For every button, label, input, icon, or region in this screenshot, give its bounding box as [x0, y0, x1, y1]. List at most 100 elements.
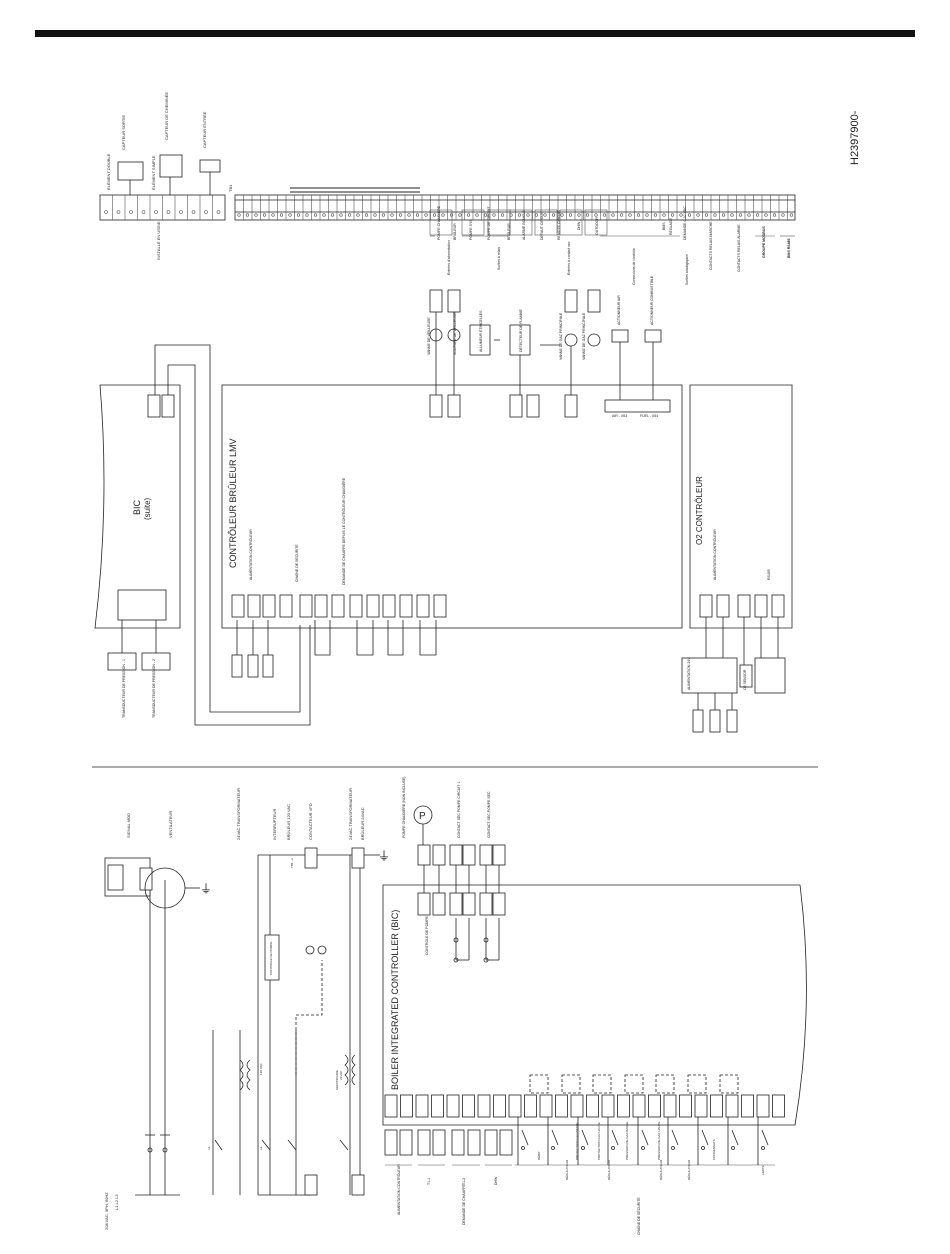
bic-top-terminal: [492, 892, 506, 916]
bic-bottom-terminal: [477, 1094, 491, 1118]
group-label-2: Entrées à contact sec: [567, 241, 571, 275]
lmv-terminal: [279, 594, 293, 618]
strip-screw: [373, 213, 377, 217]
component-7: BRÛLEUR 24VAC: [360, 807, 365, 840]
chain-switch: [731, 1129, 739, 1146]
element-simple-label: ÉLÉMENT SIMPLE: [151, 155, 156, 190]
strip-screw: [526, 213, 530, 217]
misc-label-1: 120 VAC: [259, 1062, 263, 1075]
board-screw: [216, 210, 221, 214]
strip-screw: [636, 213, 641, 217]
terminal-label-8: DHW: [577, 221, 581, 230]
pump-control-label: CONTROLE DE POMPE: [425, 915, 429, 955]
chain-item-2: PROTECTION GAZ HAUTE: [597, 1122, 601, 1160]
strip-screw: [730, 213, 734, 217]
terminal-label-7: REMOTE CIRCUIT: [557, 209, 561, 240]
bic-bottom-terminal: [462, 1094, 475, 1118]
ground-symbol-fan: ⏚: [200, 882, 212, 896]
chain-contact: [611, 1146, 615, 1150]
component-4: BRÛLEUR 120 VAC: [286, 804, 291, 840]
terminal-label-9: OUTDOOR: [595, 217, 599, 235]
strip-screw: [560, 213, 564, 217]
strip-screw: [500, 213, 505, 217]
strip-screw: [271, 213, 275, 217]
group-label-5: CONTACTS RELAIS MARCHE: [709, 221, 713, 270]
strip-screw: [687, 213, 692, 217]
strip-screw: [245, 213, 250, 217]
bic-suite-block: BIC (suite) TRANSDUCTEUR DE PRESSION - 1…: [94, 344, 311, 726]
chain-item-6: LIMITE: [761, 1165, 765, 1175]
strip-screw: [551, 213, 556, 217]
lmv-sub-2: DEMANDE DE CHAUFFE DEPUIS LE CONTRÔLEUR …: [341, 477, 346, 585]
jumper-box: [592, 1074, 612, 1094]
board-screw: [104, 210, 108, 214]
strip-screw: [415, 213, 420, 217]
strip-screw: [585, 213, 590, 217]
jumper-box: [624, 1074, 644, 1094]
strip-screw: [543, 213, 547, 217]
strip-screw: [449, 213, 454, 217]
lmv-terminal: [416, 594, 430, 618]
bic-bottom-terminal: [431, 1094, 444, 1118]
strip-screw: [619, 213, 624, 217]
bic-bottom-terminal: [570, 1094, 584, 1118]
sensor-label-2: CAPTEUR DE CHEMINÉE: [164, 92, 169, 140]
terminal-label-12: DEMANDE 0-10 VDC: [683, 206, 687, 240]
chain-switch: [551, 1129, 559, 1146]
relay-area: ⏚ 24VAC TRANSFORMATEUR INTERRUPTEUR BRÛL…: [207, 788, 390, 1196]
bic-bottom-terminal: [617, 1094, 630, 1118]
power-label: 208 VAC, 3PH, 60HZ: [104, 1192, 109, 1230]
terminal-label-6: DÉFAUT CIRCUIT: [539, 210, 544, 240]
lmv-sub-1: CHAÎNE DE SÉCURITÉ: [294, 544, 299, 582]
strip-screw: [364, 213, 369, 217]
bic-bottom-terminal: [663, 1094, 677, 1118]
strip-screw: [347, 213, 352, 217]
strip-screw: [611, 213, 615, 217]
bic-top-terminal: [432, 892, 446, 916]
misc-label-0: CONTROLE DE POMPE: [269, 942, 273, 975]
strip-screw: [441, 213, 445, 217]
lmv-terminal: [247, 594, 261, 618]
chain-item-4: PRESSION DE GAZ HAUTE: [657, 1121, 661, 1160]
chain-item-1: PROTECTION GAZ BASSE: [575, 1122, 579, 1160]
strip-screw: [313, 213, 318, 217]
board-screw: [116, 210, 121, 214]
board-screw: [154, 210, 158, 214]
power-lines: L1 L2 L3: [114, 1194, 119, 1210]
lmv-terminal: [299, 594, 313, 618]
strip-screw: [237, 213, 241, 217]
bic-bottom-terminal: [632, 1094, 646, 1118]
power-input: 208 VAC, 3PH, 60HZ L1 L2 L3 ⏚ SIGNAL MOD…: [104, 811, 212, 1230]
lmv-title: CONTRÔLEUR BRÛLEUR LMV: [228, 438, 238, 568]
transducer-2-label: TRANSDUCTEUR DE PRESSION - 2: [152, 659, 156, 718]
chain-label: CHAÎNE DE SÉCURITÉ: [636, 1197, 641, 1235]
chain-item-3: PRESSION DE GAZ BASSE: [625, 1122, 629, 1160]
misc-label-2: 24VAC: [339, 1070, 343, 1080]
board-screw: [204, 210, 208, 214]
lmv-terminal: [399, 594, 413, 618]
strip-screw: [432, 213, 437, 217]
strip-screw: [424, 213, 428, 217]
safety-chain: CHAÎNE DE SÉCURITÉ DÉBIT PROTECTION GAZ …: [515, 1117, 775, 1235]
strip-screw: [339, 213, 343, 217]
jumper-box: [655, 1074, 675, 1094]
actuator-terminal-air: AIR - X53: [612, 414, 627, 418]
chain-switch: [701, 1129, 709, 1146]
chain-contact: [641, 1146, 645, 1150]
chain-group-1: RÉGULATEUR: [606, 1159, 611, 1180]
o2-sensor-label: O2 SENSOR: [743, 669, 747, 690]
actuator-fuel-label: ACTIONNEUR COMBUSTIBLE: [650, 275, 654, 325]
chain-contact: [701, 1146, 705, 1150]
jumper-box: [719, 1074, 739, 1094]
transducer-1-label: TRANSDUCTEUR DE PRESSION - 1: [122, 659, 126, 718]
group-label-6: CONTACTS RELAIS ALARME: [737, 224, 741, 272]
terminal-label-4: BRÛLEUR: [506, 223, 511, 240]
chain-group-2: RÉGULATEUR: [658, 1159, 663, 1180]
strip-screw: [475, 213, 479, 217]
component-0: SIGNAL MOD: [126, 813, 131, 838]
terminal-label-3: POMPE DE CIRCUIT: [487, 205, 491, 240]
component-6: 24VAC TRANSFORMATEUR: [348, 788, 353, 840]
strip-screw: [670, 213, 675, 217]
bic-top-terminal: [479, 892, 493, 916]
component-8: POMPE CHAUDIÈRE (NON INCLUSE): [401, 777, 406, 838]
